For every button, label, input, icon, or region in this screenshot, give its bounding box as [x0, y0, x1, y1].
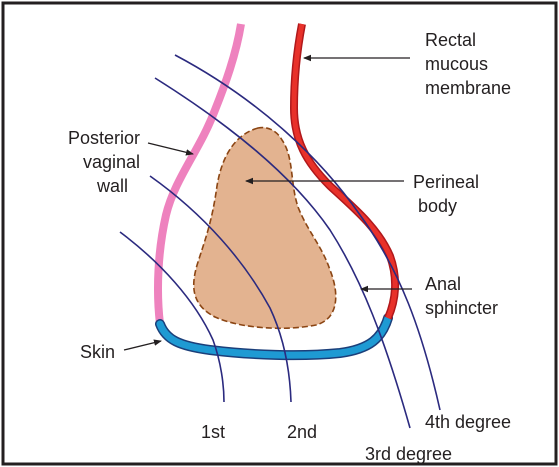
first-degree-label: 1st [201, 422, 225, 442]
fourth-degree-label: 4th degree [425, 412, 511, 432]
second-degree-label: 2nd [287, 422, 317, 442]
third-degree-label: 3rd degree [365, 444, 452, 464]
skin-label: Skin [80, 342, 115, 362]
